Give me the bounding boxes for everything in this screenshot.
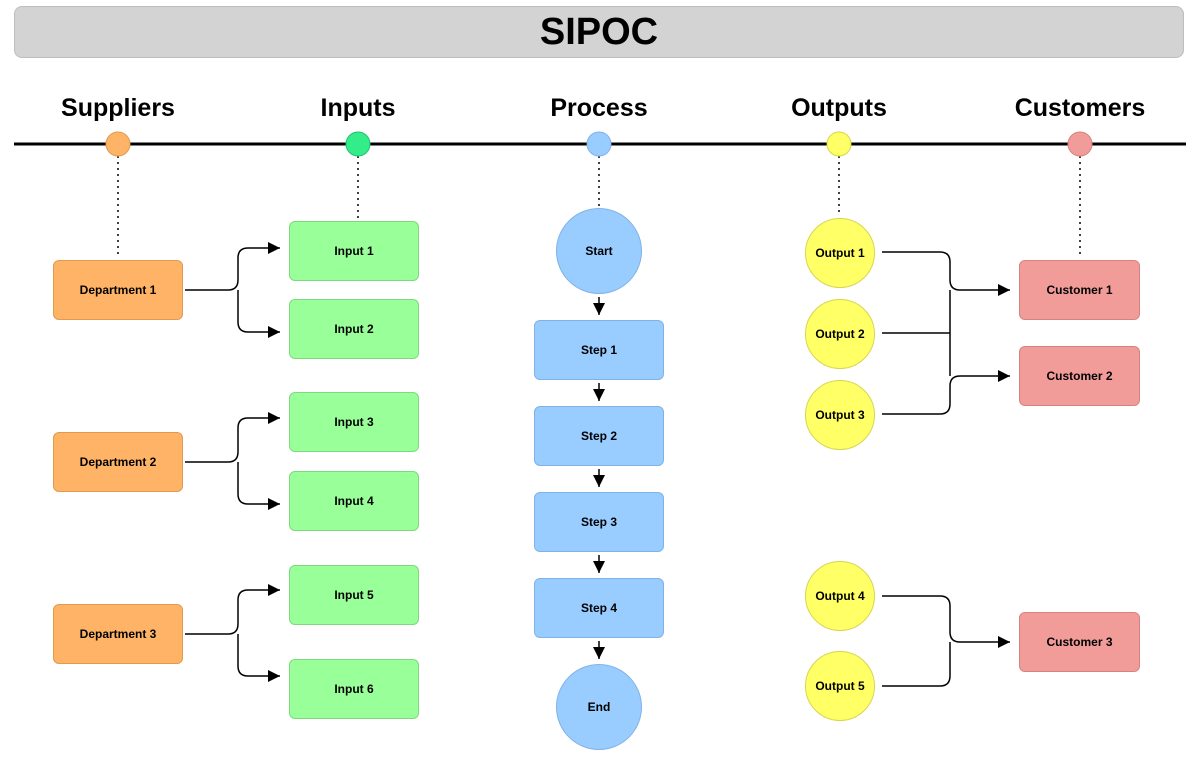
output-5[interactable]: Output 5 (805, 651, 875, 721)
connector-output4-customer3 (882, 595, 1010, 648)
suppliers-marker-dot (105, 131, 131, 157)
header-inputs: Inputs (320, 94, 396, 122)
process-step-2[interactable]: Step 2 (534, 406, 664, 466)
process-marker-dot (586, 131, 612, 157)
connector-dept3-input6 (237, 634, 280, 682)
input-4[interactable]: Input 4 (289, 471, 419, 531)
supplier-department-1[interactable]: Department 1 (53, 260, 183, 320)
customer-3[interactable]: Customer 3 (1019, 612, 1140, 672)
outputs-marker-dot (826, 131, 852, 157)
input-3[interactable]: Input 3 (289, 392, 419, 452)
output-2[interactable]: Output 2 (805, 299, 875, 369)
connector-dept2-input4 (237, 462, 280, 510)
connector-dept1-input1 (185, 242, 280, 291)
output-4[interactable]: Output 4 (805, 561, 875, 631)
diagram-title: SIPOC (14, 6, 1184, 58)
input-2[interactable]: Input 2 (289, 299, 419, 359)
process-step-4[interactable]: Step 4 (534, 578, 664, 638)
customer-2[interactable]: Customer 2 (1019, 346, 1140, 406)
output-3[interactable]: Output 3 (805, 380, 875, 450)
connector-dept3-input5 (185, 584, 280, 635)
header-suppliers: Suppliers (61, 94, 175, 122)
connector-dept2-input3 (185, 412, 280, 463)
customers-marker-dot (1067, 131, 1093, 157)
header-outputs: Outputs (791, 94, 887, 122)
inputs-marker-dot (345, 131, 371, 157)
supplier-department-3[interactable]: Department 3 (53, 604, 183, 664)
connector-dept1-input2 (237, 290, 280, 338)
process-start[interactable]: Start (556, 208, 642, 294)
customer-1[interactable]: Customer 1 (1019, 260, 1140, 320)
process-step-3[interactable]: Step 3 (534, 492, 664, 552)
header-process: Process (550, 94, 648, 122)
input-6[interactable]: Input 6 (289, 659, 419, 719)
header-customers: Customers (1014, 94, 1146, 122)
input-5[interactable]: Input 5 (289, 565, 419, 625)
process-step-1[interactable]: Step 1 (534, 320, 664, 380)
connector-output1-customer1 (882, 251, 1010, 296)
input-1[interactable]: Input 1 (289, 221, 419, 281)
process-end[interactable]: End (556, 664, 642, 750)
connector-output5-customer3 (882, 642, 951, 687)
supplier-department-2[interactable]: Department 2 (53, 432, 183, 492)
connector-output3-customer2 (882, 370, 1010, 415)
output-1[interactable]: Output 1 (805, 218, 875, 288)
